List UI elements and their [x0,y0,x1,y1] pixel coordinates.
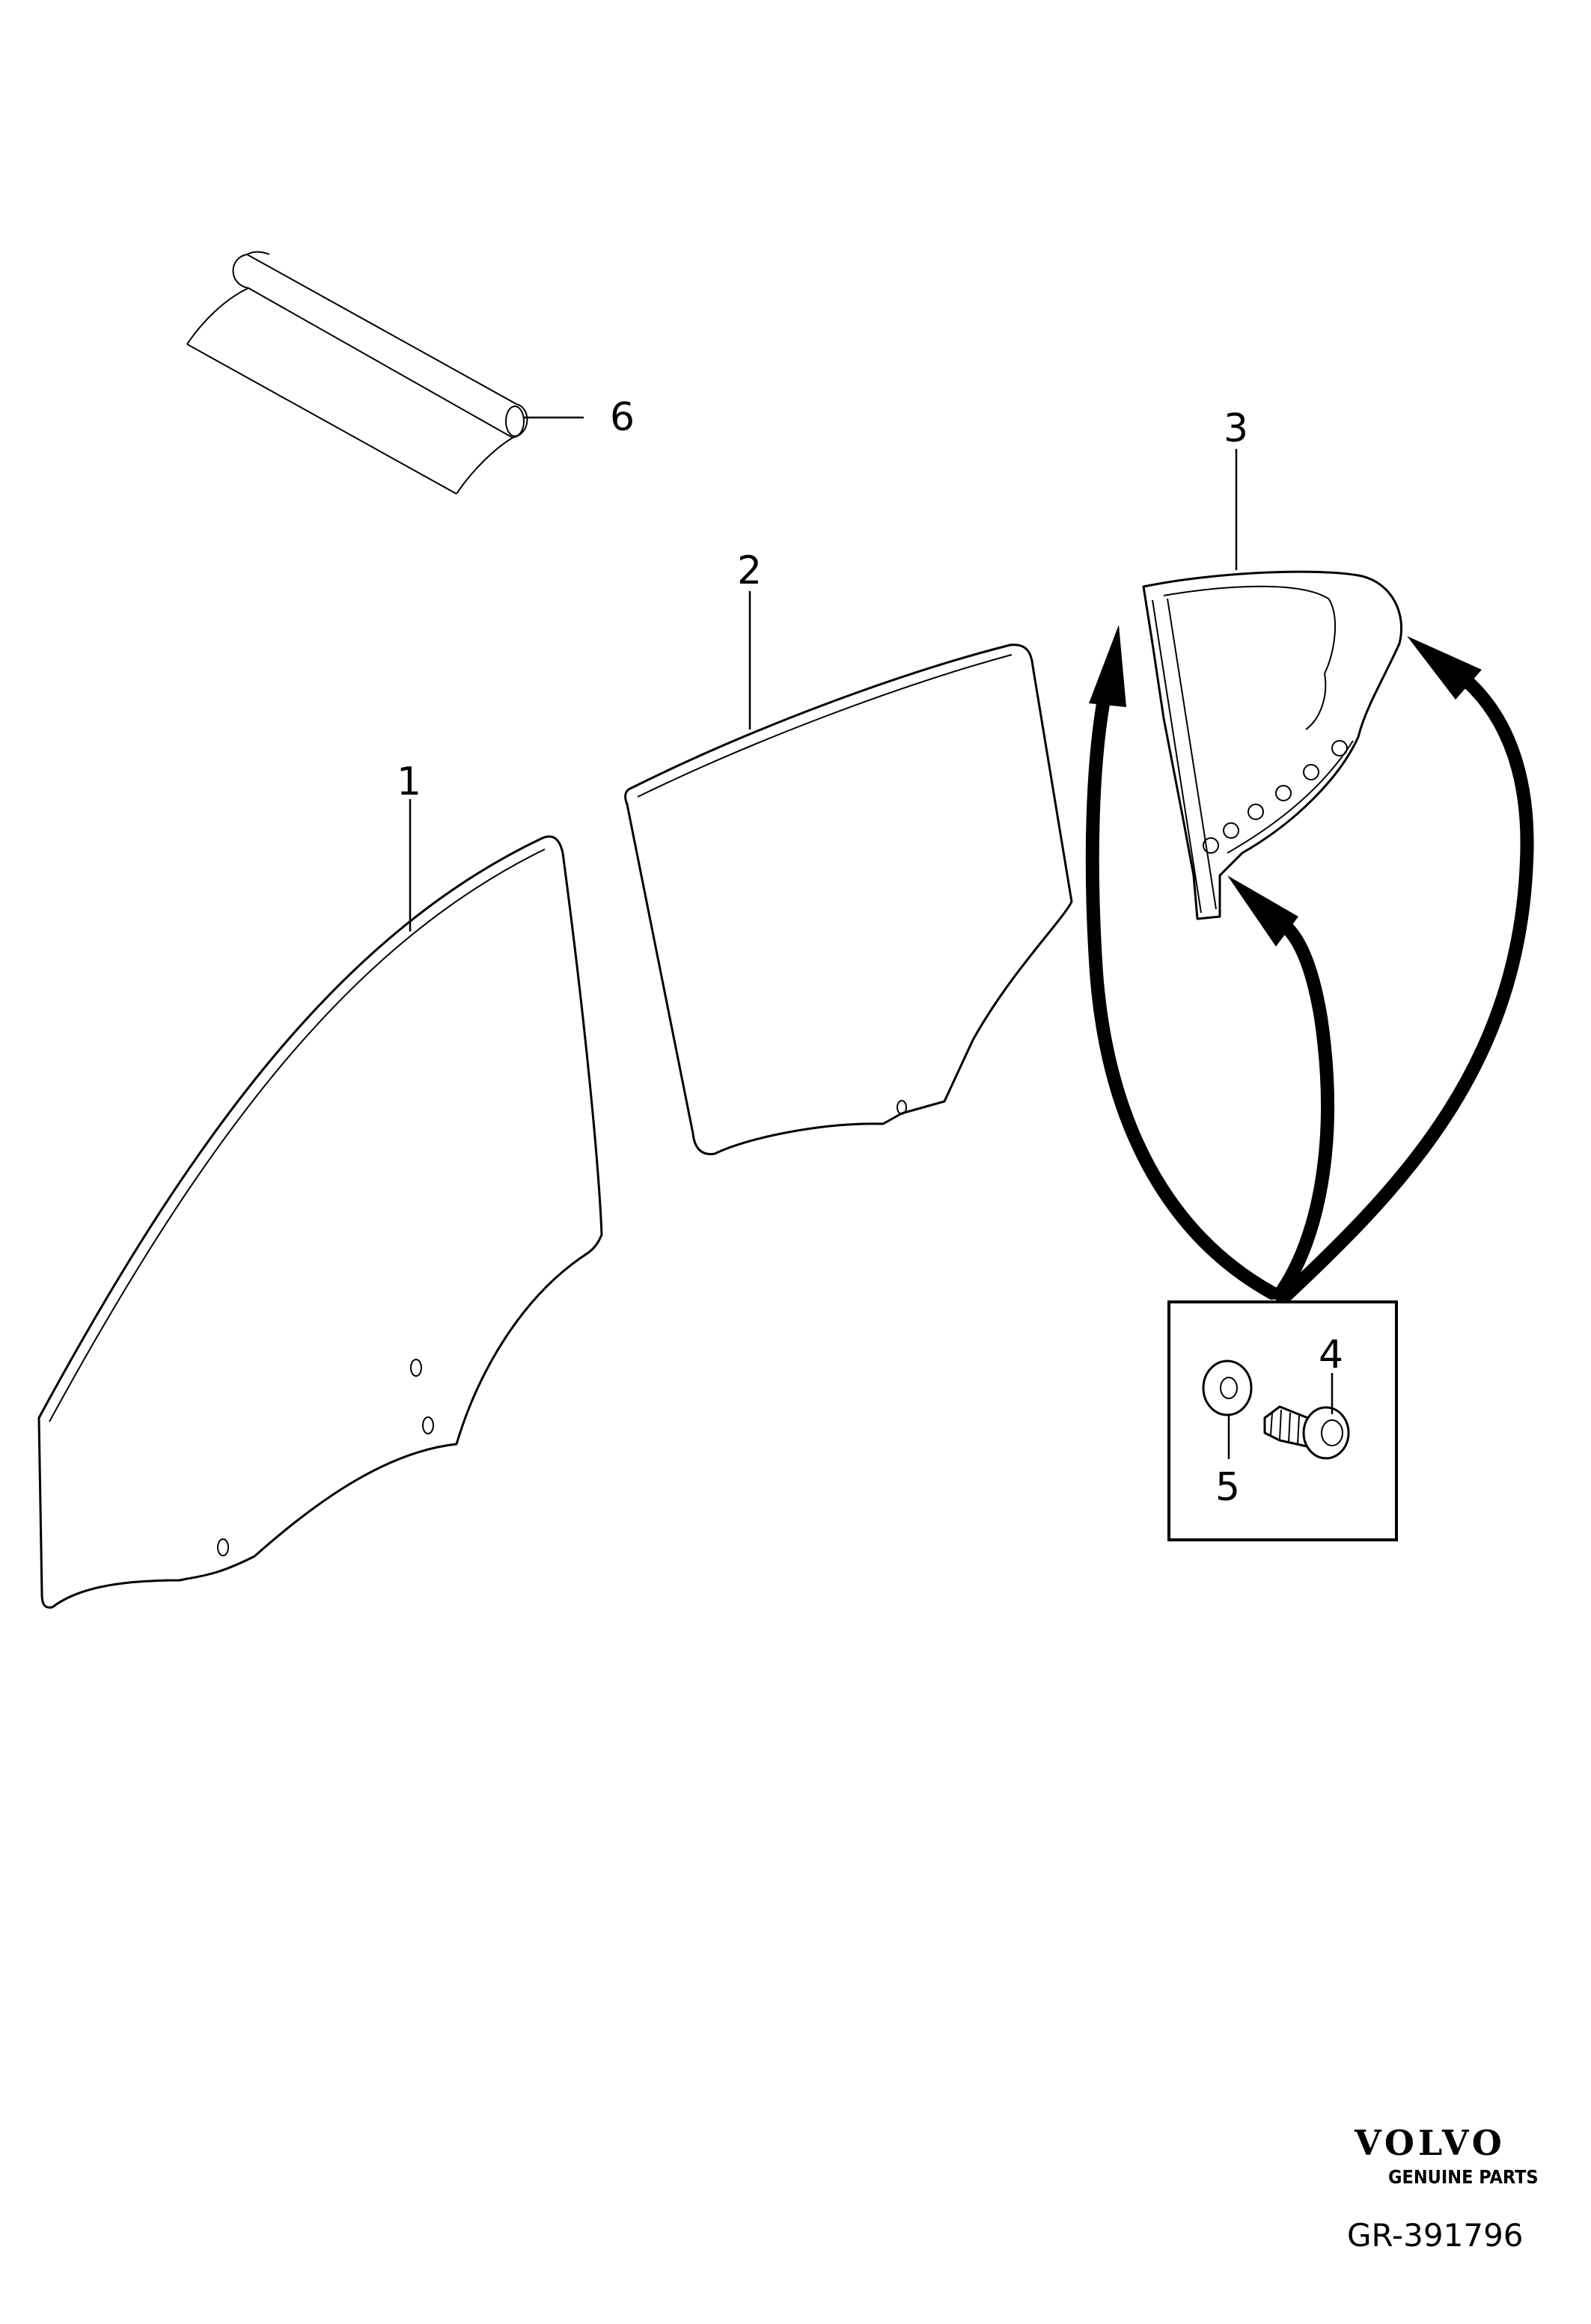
part-6-film-roll [186,251,528,495]
part-2-rear-door-glass [624,643,1073,1156]
callout-5: 5 [1215,1465,1240,1510]
callout-3: 3 [1224,406,1248,451]
brand-tagline: GENUINE PARTS [1388,2166,1539,2188]
callout-6: 6 [610,395,635,440]
callout-2: 2 [737,548,762,593]
assembly-arrows [1085,625,1534,1301]
callout-1: 1 [397,759,421,804]
drawing-id: GR-391796 [1347,2217,1524,2254]
part-1-front-door-glass [37,835,603,1609]
part-4-screw [1263,1405,1350,1460]
detail-box [1167,1300,1398,1541]
brand-logo: VOLVO [1354,2123,1506,2163]
part-5-washer [1202,1360,1253,1416]
part-3-quarter-window [1142,570,1403,920]
callout-4: 4 [1319,1333,1343,1377]
